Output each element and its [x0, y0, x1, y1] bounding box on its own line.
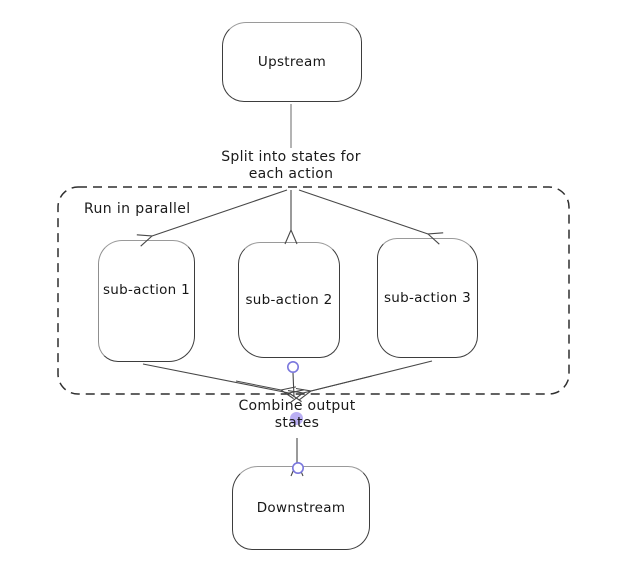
- node-sub-action-3-label: sub-action 3: [383, 290, 472, 306]
- edge-label-combine-line1: Combine output: [238, 398, 356, 414]
- edge-sub1-to-combine[interactable]: [142, 363, 289, 393]
- edge-split-to-sub3[interactable]: [298, 189, 428, 234]
- midpoint-dot: [290, 412, 303, 425]
- binding-point-circle-sub2: [286, 360, 299, 373]
- edge-label-split-line1: Split into states for: [221, 149, 361, 165]
- node-downstream-label: Downstream: [256, 500, 346, 516]
- edge-label-combine-line2: states: [274, 415, 320, 431]
- edge-sub3-to-combine-sketch: [311, 375, 373, 391]
- node-upstream[interactable]: Upstream: [222, 22, 362, 102]
- node-sub-action-3[interactable]: sub-action 3: [377, 238, 478, 358]
- edge-sub3-to-combine[interactable]: [303, 360, 433, 393]
- node-sub-action-1[interactable]: sub-action 1: [98, 240, 195, 362]
- node-downstream[interactable]: Downstream: [232, 466, 370, 550]
- edge-label-split-line2: each action: [248, 166, 334, 182]
- node-sub-action-2-label: sub-action 2: [245, 292, 333, 308]
- edge-label-combine: Combine output states: [224, 398, 370, 432]
- node-upstream-label: Upstream: [257, 54, 327, 70]
- edge-sub1-to-combine-sketch: [235, 380, 281, 390]
- edge-label-split: Split into states for each action: [204, 149, 378, 183]
- parallel-group-label: Run in parallel: [84, 201, 191, 217]
- edge-sub2-to-combine[interactable]: [292, 372, 295, 398]
- node-sub-action-1-label: sub-action 1: [102, 282, 191, 298]
- node-sub-action-2[interactable]: sub-action 2: [238, 242, 340, 358]
